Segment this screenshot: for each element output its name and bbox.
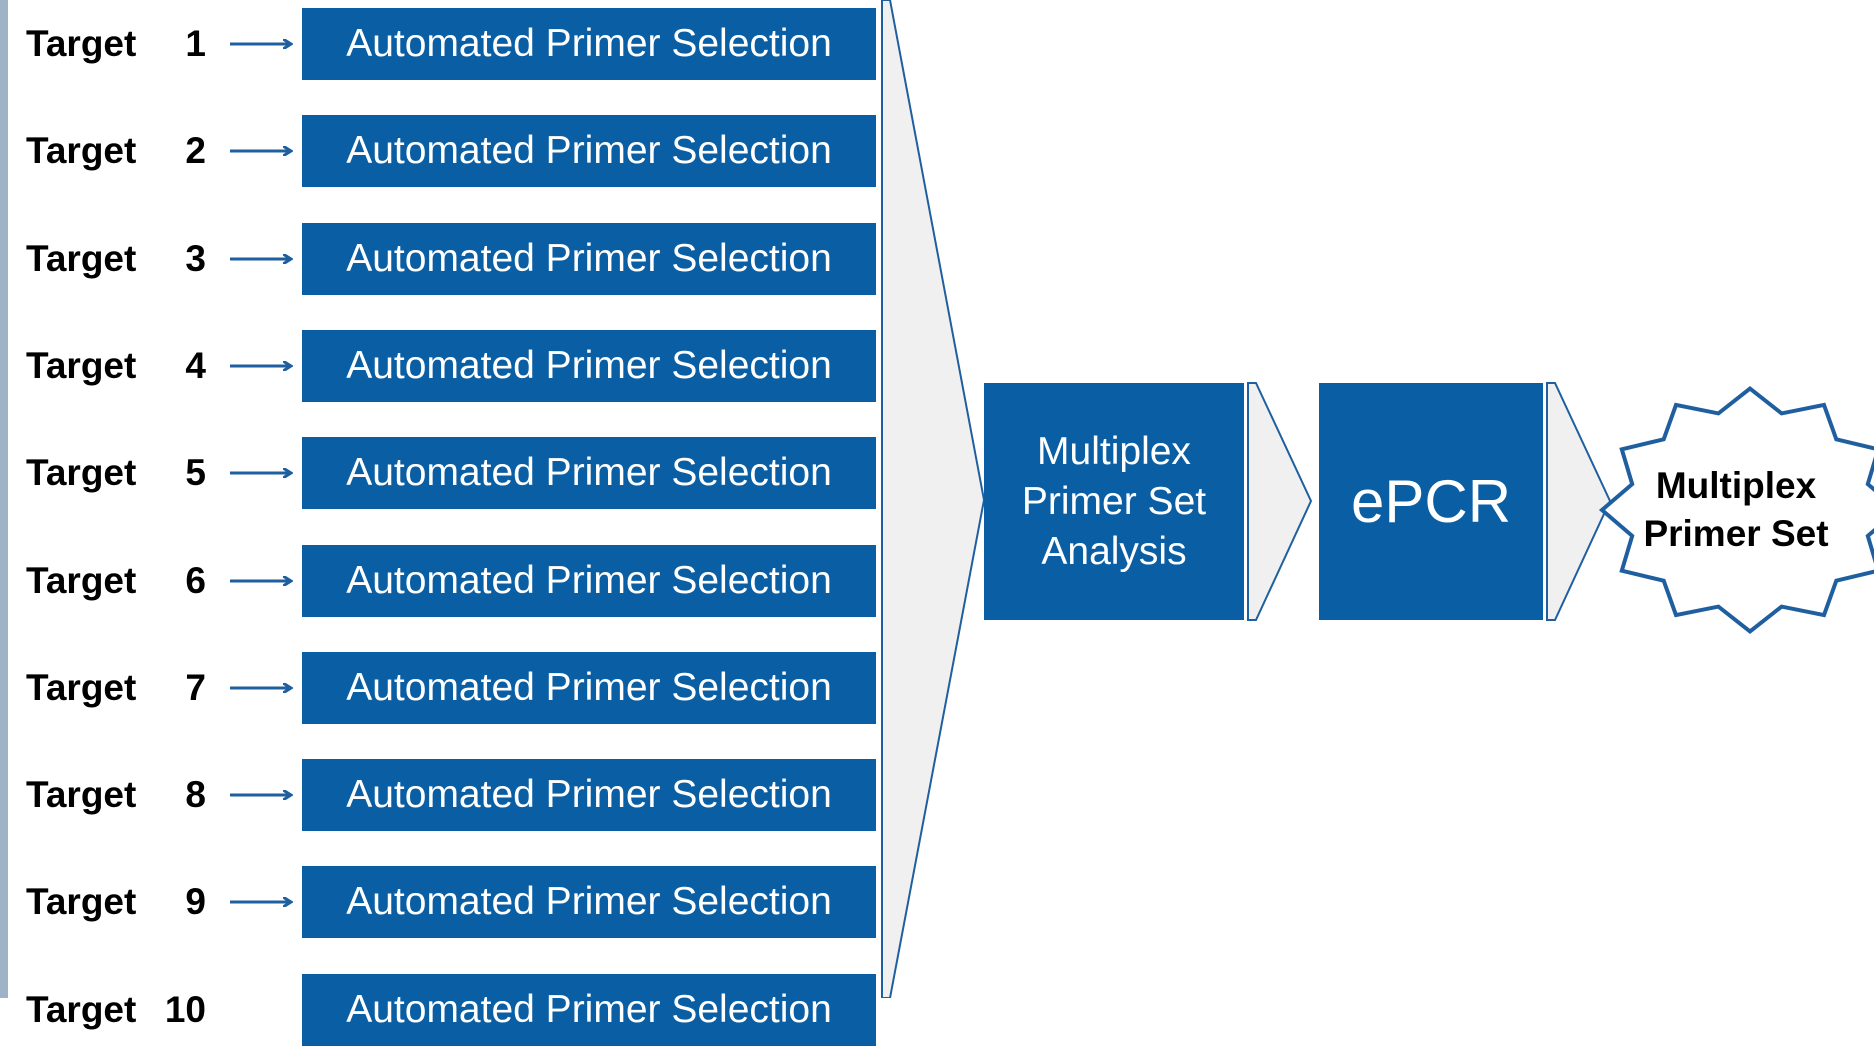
target-word: Target [26,774,137,815]
target-number: 2 [185,130,206,171]
target-word: Target [26,23,137,64]
target-number: 4 [185,345,206,386]
analysis-line: Primer Set [1021,479,1207,523]
automated-primer-selection-box: Automated Primer Selection [302,866,876,938]
automated-primer-selection-box: Automated Primer Selection [302,545,876,617]
target-label: Target 7 [26,652,206,724]
result-label: Multiplex Primer Set [1616,455,1856,565]
result-line: Multiplex [1655,465,1817,506]
side-strip [0,0,8,998]
target-word: Target [26,989,137,1030]
automated-primer-selection-box: Automated Primer Selection [302,437,876,509]
target-label: Target 4 [26,330,206,402]
target-number: 6 [185,560,206,601]
target-label: Target 6 [26,545,206,617]
automated-primer-selection-box: Automated Primer Selection [302,330,876,402]
target-word: Target [26,345,137,386]
target-word: Target [26,238,137,279]
automated-primer-selection-box: Automated Primer Selection [302,759,876,831]
flow-connectors [230,0,1874,998]
target-label: Target 10 [26,974,206,1046]
target-label: Target 9 [26,866,206,938]
result-line: Primer Set [1643,513,1829,554]
target-number: 1 [185,23,206,64]
chevron-arrow-icon [1546,382,1612,621]
target-label: Target 8 [26,759,206,831]
target-number: 8 [185,774,206,815]
target-label: Target 3 [26,223,206,295]
automated-primer-selection-box: Automated Primer Selection [302,223,876,295]
target-number: 5 [185,452,206,493]
merge-chevron-icon [881,0,986,998]
automated-primer-selection-box: Automated Primer Selection [302,652,876,724]
target-number: 7 [185,667,206,708]
target-word: Target [26,130,137,171]
target-label: Target 2 [26,115,206,187]
target-number: 3 [185,238,206,279]
analysis-line: Analysis [1041,529,1187,573]
target-label: Target 1 [26,8,206,80]
analysis-line: Multiplex [1037,429,1191,473]
target-label: Target 5 [26,437,206,509]
epcr-box: ePCR [1319,383,1543,620]
automated-primer-selection-box: Automated Primer Selection [302,115,876,187]
automated-primer-selection-box: Automated Primer Selection [302,974,876,1046]
target-word: Target [26,881,137,922]
chevron-arrow-icon [1247,382,1313,621]
target-word: Target [26,560,137,601]
multiplex-primer-set-analysis-box: Multiplex Primer Set Analysis [984,383,1244,620]
automated-primer-selection-box: Automated Primer Selection [302,8,876,80]
target-word: Target [26,667,137,708]
epcr-label: ePCR [1350,468,1512,535]
target-word: Target [26,452,137,493]
starburst-icon [1598,386,1874,634]
target-number: 10 [164,989,206,1030]
target-number: 9 [185,881,206,922]
